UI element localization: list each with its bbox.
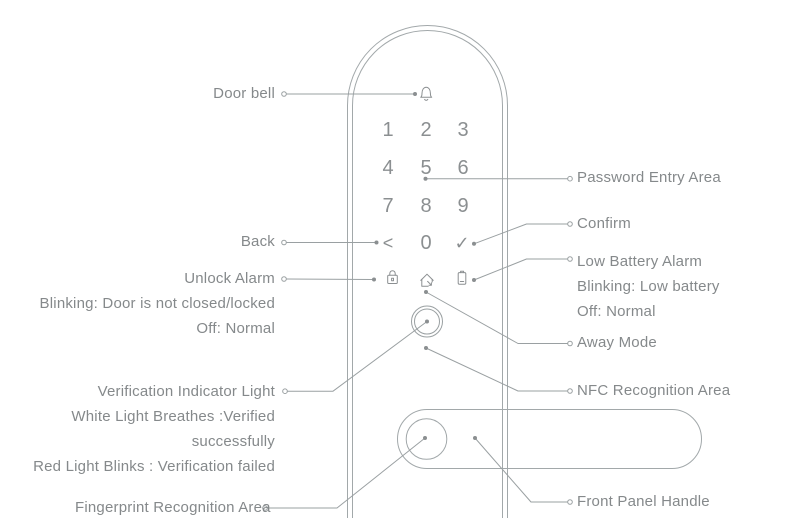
away-mode-label: Away Mode	[577, 334, 657, 351]
verification-indicator-line2: successfully	[191, 433, 275, 450]
verification-line	[287, 321, 428, 392]
unlock-alarm-blinking: Blinking: Door is not closed/locked	[39, 295, 275, 312]
key-7: 7	[382, 195, 394, 217]
unlock-alarm-line	[286, 278, 373, 280]
low-battery-title: Low Battery Alarm	[577, 253, 703, 270]
indicator-inner-circle	[414, 308, 440, 335]
panel-outline	[347, 25, 508, 518]
low-battery-off: Off: Normal	[577, 303, 656, 320]
unlock-alarm-off: Off: Normal	[196, 320, 275, 337]
key-3: 3	[457, 119, 469, 141]
fingerprint-sensor-circle	[405, 418, 448, 460]
key-confirm check-icon: ✓	[454, 233, 470, 253]
low-battery-line	[473, 258, 568, 281]
nfc-line	[425, 347, 568, 392]
panel-outer-edge	[347, 25, 508, 518]
verification-indicator-line3: Red Light Blinks : Verification failed	[33, 458, 275, 475]
key-back chevron-left-icon: <	[382, 233, 394, 253]
battery-icon	[457, 270, 467, 285]
front-panel-handle-label: Front Panel Handle	[577, 493, 710, 510]
front-panel-handle-shape	[397, 409, 702, 469]
key-9: 9	[457, 195, 469, 217]
verification-indicator-light-shape	[411, 305, 443, 338]
handle-pill	[397, 409, 702, 469]
front-panel-handle-line	[474, 437, 568, 503]
low-battery-label-block: Low Battery Alarm Blinking: Low battery …	[577, 249, 720, 324]
key-5: 5	[420, 157, 432, 179]
padlock-icon	[387, 270, 398, 284]
nfc-label: NFC Recognition Area	[577, 382, 731, 399]
verification-indicator-line1: White Light Breathes :Verified	[71, 408, 275, 425]
away-mode-line	[425, 291, 568, 344]
key-4: 4	[382, 157, 394, 179]
indicator-outer-circle	[411, 305, 443, 338]
verification-indicator-title: Verification Indicator Light	[97, 383, 275, 400]
unlock-alarm-title: Unlock Alarm	[184, 270, 275, 287]
fingerprint-label: Fingerprint Recognition Area	[75, 499, 271, 516]
low-battery-blinking: Blinking: Low battery	[577, 278, 720, 295]
back-label: Back	[240, 233, 275, 250]
house-icon	[420, 273, 434, 287]
panel-inner-edge	[352, 30, 503, 518]
callout-component-dots	[372, 92, 477, 440]
verification-indicator-label-block: Verification Indicator Light White Light…	[33, 379, 275, 479]
key-0: 0	[420, 232, 432, 254]
callout-label-dots	[262, 91, 573, 511]
door-bell-label: Door bell	[213, 85, 275, 102]
confirm-line	[473, 223, 568, 245]
key-6: 6	[457, 157, 469, 179]
password-entry-label: Password Entry Area	[577, 169, 721, 186]
key-1: 1	[382, 119, 394, 141]
key-8: 8	[420, 195, 432, 217]
bell-icon	[420, 86, 433, 101]
fingerprint-line	[267, 437, 426, 509]
unlock-alarm-label-block: Unlock Alarm Blinking: Door is not close…	[40, 266, 275, 341]
confirm-label: Confirm	[577, 215, 631, 232]
key-2: 2	[420, 119, 432, 141]
